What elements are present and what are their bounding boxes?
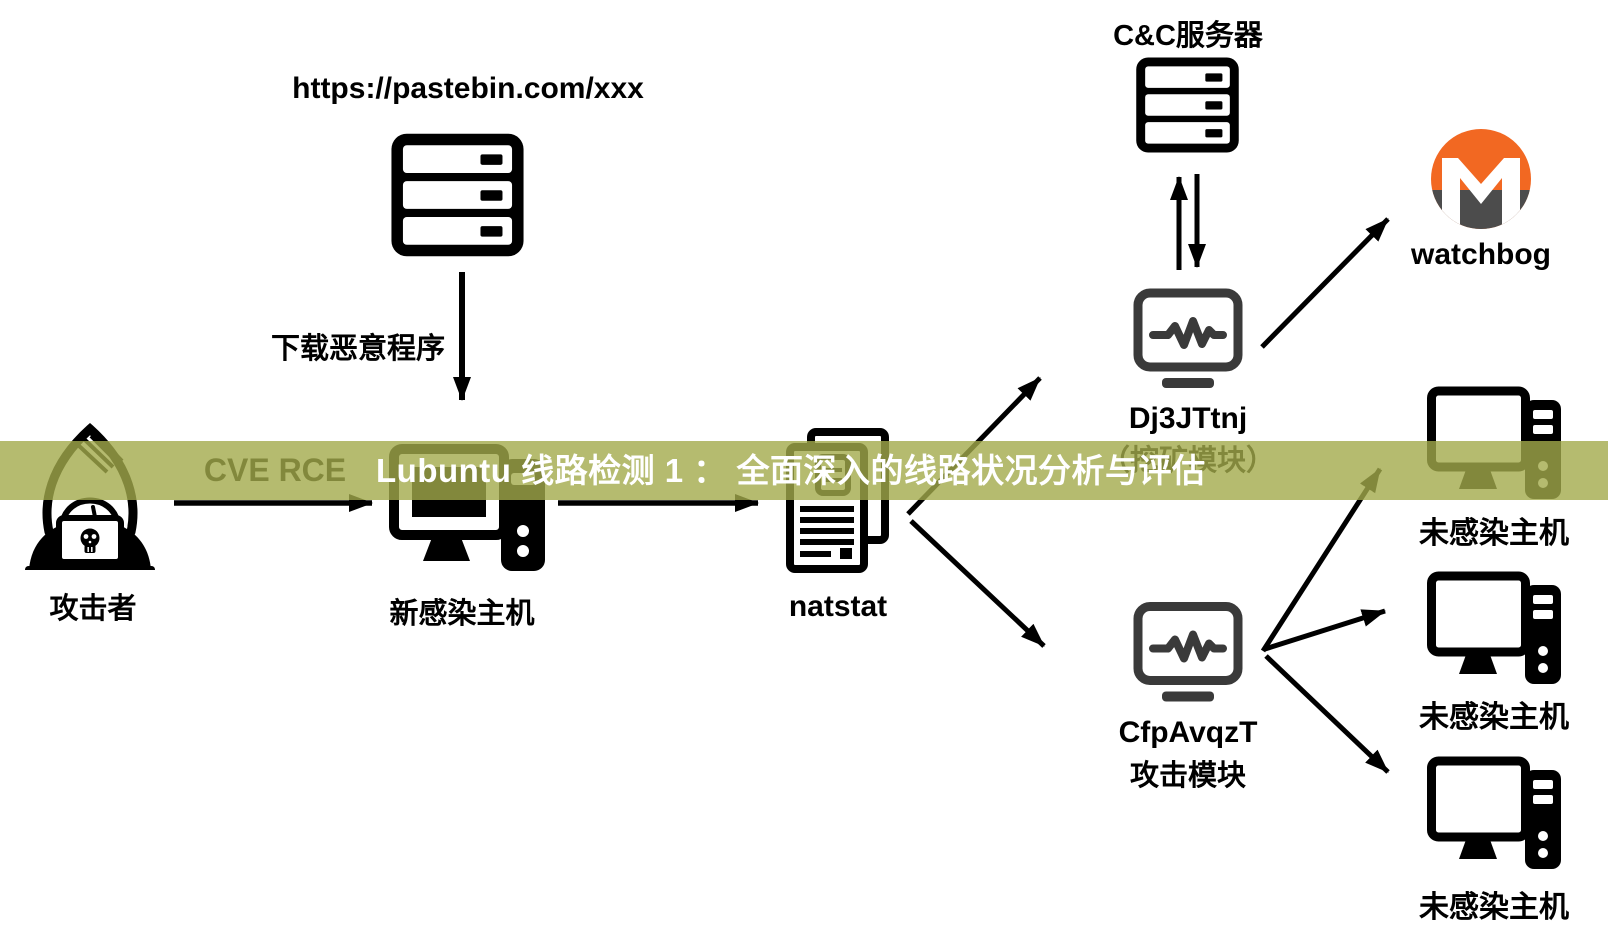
mining-module-name: Dj3JTtnj xyxy=(1128,402,1248,435)
overlay-banner: Lubuntu 线路检测 1 ： 全面深入的线路状况分析与评估 xyxy=(0,441,1608,500)
download-malware-label: 下载恶意程序 xyxy=(270,333,446,365)
uninfected-host-3-label: 未感染主机 xyxy=(1419,891,1569,924)
cc-server-label: C&C服务器 xyxy=(1113,20,1263,52)
arrow-natstat-to-attack xyxy=(909,519,1046,648)
monero-logo-icon xyxy=(1430,128,1532,230)
pastebin-server-icon xyxy=(385,128,530,262)
arrow-attack-to-host2 xyxy=(1264,608,1386,652)
mining-module-icon xyxy=(1133,288,1243,388)
uninfected-host-1-label: 未感染主机 xyxy=(1419,517,1569,550)
uninfected-host-3-icon xyxy=(1427,755,1562,872)
infected-host-label: 新感染主机 xyxy=(389,598,535,630)
uninfected-host-2-icon xyxy=(1427,570,1562,687)
arrow-mining-to-watchbog xyxy=(1260,217,1390,349)
natstat-label: natstat xyxy=(788,590,888,623)
uninfected-host-2-label: 未感染主机 xyxy=(1419,701,1569,734)
attack-module-name: CfpAvqzT xyxy=(1118,716,1258,749)
arrow-attack-to-host3 xyxy=(1264,654,1390,774)
attack-module-icon xyxy=(1133,598,1243,705)
banner-title: Lubuntu 线路检测 1 ： 全面深入的线路状况分析与评估 xyxy=(376,452,1206,489)
cc-server-icon xyxy=(1128,53,1247,157)
attacker-label: 攻击者 xyxy=(49,593,137,625)
attack-module-sub: 攻击模块 xyxy=(1129,760,1247,792)
pastebin-url-label: https://pastebin.com/xxx xyxy=(292,72,644,105)
watchbog-label: watchbog xyxy=(1411,238,1551,271)
